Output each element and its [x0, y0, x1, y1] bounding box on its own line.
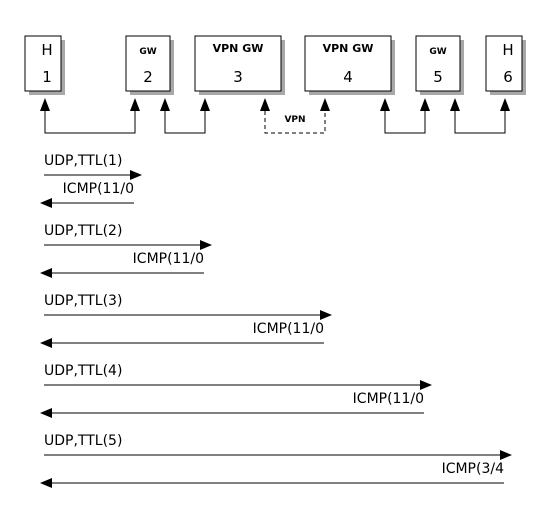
arrow-up-icon: [420, 98, 430, 111]
arrow-up-icon: [200, 98, 210, 111]
node-number: 3: [233, 68, 243, 86]
arrow-up-icon: [40, 98, 50, 111]
reply-label: ICMP(11/0: [253, 321, 324, 337]
node-number: 5: [433, 68, 443, 86]
exchange-ttl-4: UDP,TTL(4) ICMP(11/0: [40, 363, 432, 418]
reply-label: ICMP(11/0: [63, 181, 134, 197]
reply-label: ICMP(3/4: [442, 461, 505, 477]
arrow-left-icon: [40, 408, 52, 418]
reply-label: ICMP(11/0: [133, 251, 204, 267]
arrow-up-icon: [500, 98, 510, 111]
request-label: UDP,TTL(3): [44, 293, 122, 309]
node-name: H: [41, 41, 52, 59]
request-label: UDP,TTL(1): [44, 153, 122, 169]
node-vpn-gateway-4: VPN GW 4: [304, 35, 395, 95]
node-name: VPN GW: [213, 42, 264, 55]
node-host-1: H 1: [24, 35, 65, 95]
arrow-right-icon: [500, 450, 512, 460]
vpn-label: VPN: [284, 115, 305, 125]
node-gateway-5: GW 5: [415, 35, 464, 95]
node-name: GW: [139, 47, 156, 57]
node-name: VPN GW: [323, 42, 374, 55]
reply-label: ICMP(11/0: [353, 391, 424, 407]
arrow-left-icon: [40, 478, 52, 488]
arrow-left-icon: [40, 338, 52, 348]
exchange-ttl-5: UDP,TTL(5) ICMP(3/4: [40, 433, 512, 488]
arrow-up-icon: [450, 98, 460, 111]
arrow-right-icon: [320, 310, 332, 320]
arrow-up-icon: [260, 98, 270, 111]
link-2-3: [160, 98, 210, 134]
link-1-2: [40, 98, 140, 134]
node-number: 2: [143, 68, 153, 86]
arrow-left-icon: [40, 268, 52, 278]
node-host-6: H 6: [485, 35, 526, 95]
request-label: UDP,TTL(2): [44, 223, 122, 239]
arrow-up-icon: [380, 98, 390, 111]
arrow-up-icon: [130, 98, 140, 111]
exchange-ttl-2: UDP,TTL(2) ICMP(11/0: [40, 223, 212, 278]
node-vpn-gateway-3: VPN GW 3: [194, 35, 285, 95]
node-number: 1: [42, 68, 52, 86]
node-gateway-2: GW 2: [125, 35, 174, 95]
arrow-right-icon: [420, 380, 432, 390]
link-vpn-3-4: VPN: [260, 98, 330, 134]
request-label: UDP,TTL(5): [44, 433, 122, 449]
arrow-up-icon: [160, 98, 170, 111]
arrow-left-icon: [40, 198, 52, 208]
exchange-ttl-1: UDP,TTL(1) ICMP(11/0: [40, 153, 142, 208]
arrow-right-icon: [200, 240, 212, 250]
link-5-6: [450, 98, 510, 134]
node-name: H: [502, 41, 513, 59]
arrow-right-icon: [130, 170, 142, 180]
exchange-ttl-3: UDP,TTL(3) ICMP(11/0: [40, 293, 332, 348]
arrow-up-icon: [320, 98, 330, 111]
link-4-5: [380, 98, 430, 134]
node-name: GW: [429, 47, 446, 57]
node-number: 6: [503, 68, 513, 86]
node-number: 4: [343, 68, 353, 86]
request-label: UDP,TTL(4): [44, 363, 122, 379]
